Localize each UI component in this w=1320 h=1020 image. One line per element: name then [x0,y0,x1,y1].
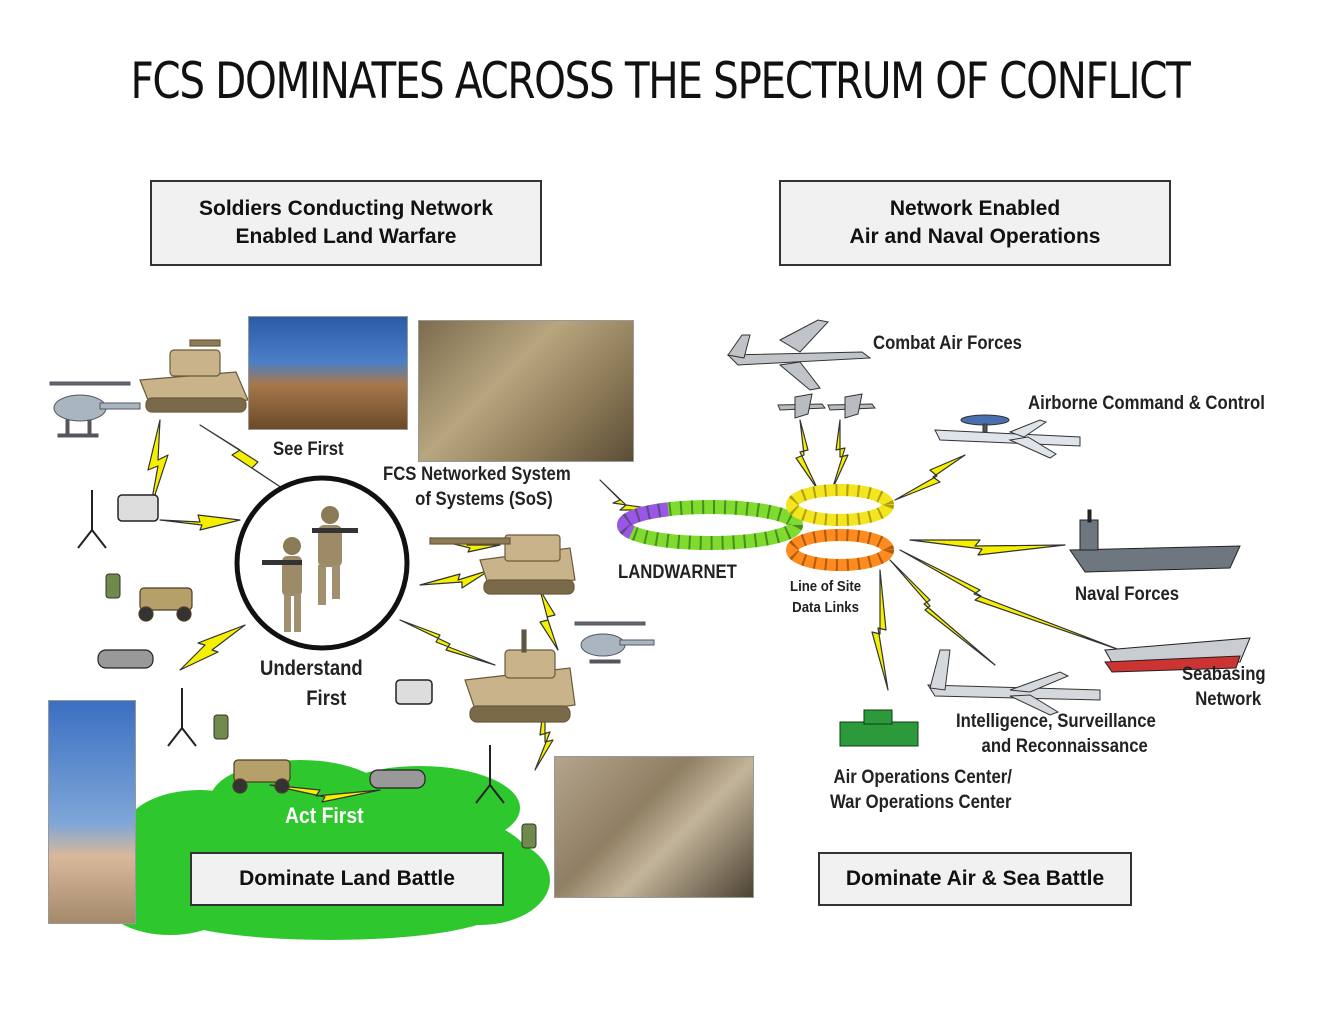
line-of-site-line1: Line of Site [790,578,862,595]
air-naval-header-line1: Network Enabled [889,197,1061,220]
soldiers-training-photo [554,756,754,898]
seabasing-line2: Network [1195,689,1262,710]
link-bolt-self-propelled [419,569,491,589]
understand-first-line2: First [306,687,347,710]
aoc-line1: Air Operations Center/ [833,767,1012,788]
soldiers-icon [262,506,358,632]
operations-center-icon [839,709,919,747]
link-bolt-aoc [871,569,889,691]
seabasing-ship-icon [1104,637,1251,673]
link-bolt-fighter1 [795,419,819,491]
link-bolt-isr [889,559,996,666]
page-title: FCS DOMINATES ACROSS THE SPECTRUM OF CON… [130,52,1190,110]
line-of-site-rings [786,484,894,571]
micro-uav-icon [117,494,433,705]
fcs-sos-label: FCS Networked System of Systems (SoS) [383,462,571,512]
dominate-air-sea-battle-box: Dominate Air & Sea Battle [818,852,1132,906]
sensor-tripod-icon [77,490,505,804]
isr-line2: and Reconnaissance [981,736,1148,757]
seabasing-label: Seabasing Network [1182,662,1266,712]
link-bolt-sensor [159,514,241,531]
tracked-robot-icon [97,649,426,789]
act-first-cloud [100,760,550,940]
awacs-aircraft-icon [934,414,1081,459]
uav-helicopter-icon [574,621,655,664]
link-bolt-awacs [894,454,966,501]
self-propelled-gun-icon [429,534,576,595]
armed-robot-vehicle-icon [138,587,291,794]
understand-first-label: Understand First [260,654,363,714]
uav-helicopter-icon [49,381,141,438]
fighter-jet-icon [777,393,876,419]
missile-launch-photo [48,700,136,924]
fcs-sos-line2: of Systems (SoS) [415,489,553,510]
ground-sensor-icon [105,573,537,849]
seabasing-line1: Seabasing [1182,664,1266,685]
combat-air-forces-label: Combat Air Forces [873,333,1022,354]
land-warfare-header-line2: Enabled Land Warfare [235,225,457,248]
line-of-site-label: Line of Site Data Links [790,576,861,618]
tank-icon [464,629,576,723]
land-warfare-header-line1: Soldiers Conducting Network [198,197,494,220]
aircraft-carrier-icon [1069,509,1241,573]
aoc-line2: War Operations Center [830,792,1012,813]
isr-aircraft-icon [927,649,1101,716]
isr-line1: Intelligence, Surveillance [956,711,1156,732]
land-warfare-header-box: Soldiers Conducting Network Enabled Land… [150,180,542,266]
dominate-land-battle-text: Dominate Land Battle [239,867,455,890]
aoc-label: Air Operations Center/ War Operations Ce… [830,765,1012,815]
soldiers-photo [418,320,634,462]
link-bolt-robot [179,624,246,671]
understand-first-line1: Understand [260,657,363,680]
act-first-label: Act First [285,803,364,828]
combat-aircraft-icon [726,319,872,391]
airborne-c2-label: Airborne Command & Control [1028,393,1265,414]
link-bolt-naval [909,539,1066,556]
dominate-air-sea-battle-text: Dominate Air & Sea Battle [845,867,1105,890]
isr-label: Intelligence, Surveillance and Reconnais… [956,709,1156,759]
link-bolt-understand [399,619,496,666]
fcs-sos-line1: FCS Networked System [383,464,571,485]
link-bolt-act [534,694,554,771]
dominate-land-battle-box: Dominate Land Battle [190,852,504,906]
tank-icon [139,339,249,413]
landwarnet-ring [617,500,803,550]
naval-forces-label: Naval Forces [1075,584,1180,605]
air-naval-header-box: Network Enabled Air and Naval Operations [779,180,1171,266]
landwarnet-label: LANDWARNET [618,562,737,583]
line-of-site-line2: Data Links [792,599,859,616]
link-bolt-fighter2 [831,419,849,491]
see-first-photo [248,316,408,430]
link-bolt-act-cloud [269,784,381,803]
see-first-label: See First [273,439,344,460]
link-bolt-tank2 [539,589,559,651]
air-naval-header-line2: Air and Naval Operations [849,225,1101,248]
